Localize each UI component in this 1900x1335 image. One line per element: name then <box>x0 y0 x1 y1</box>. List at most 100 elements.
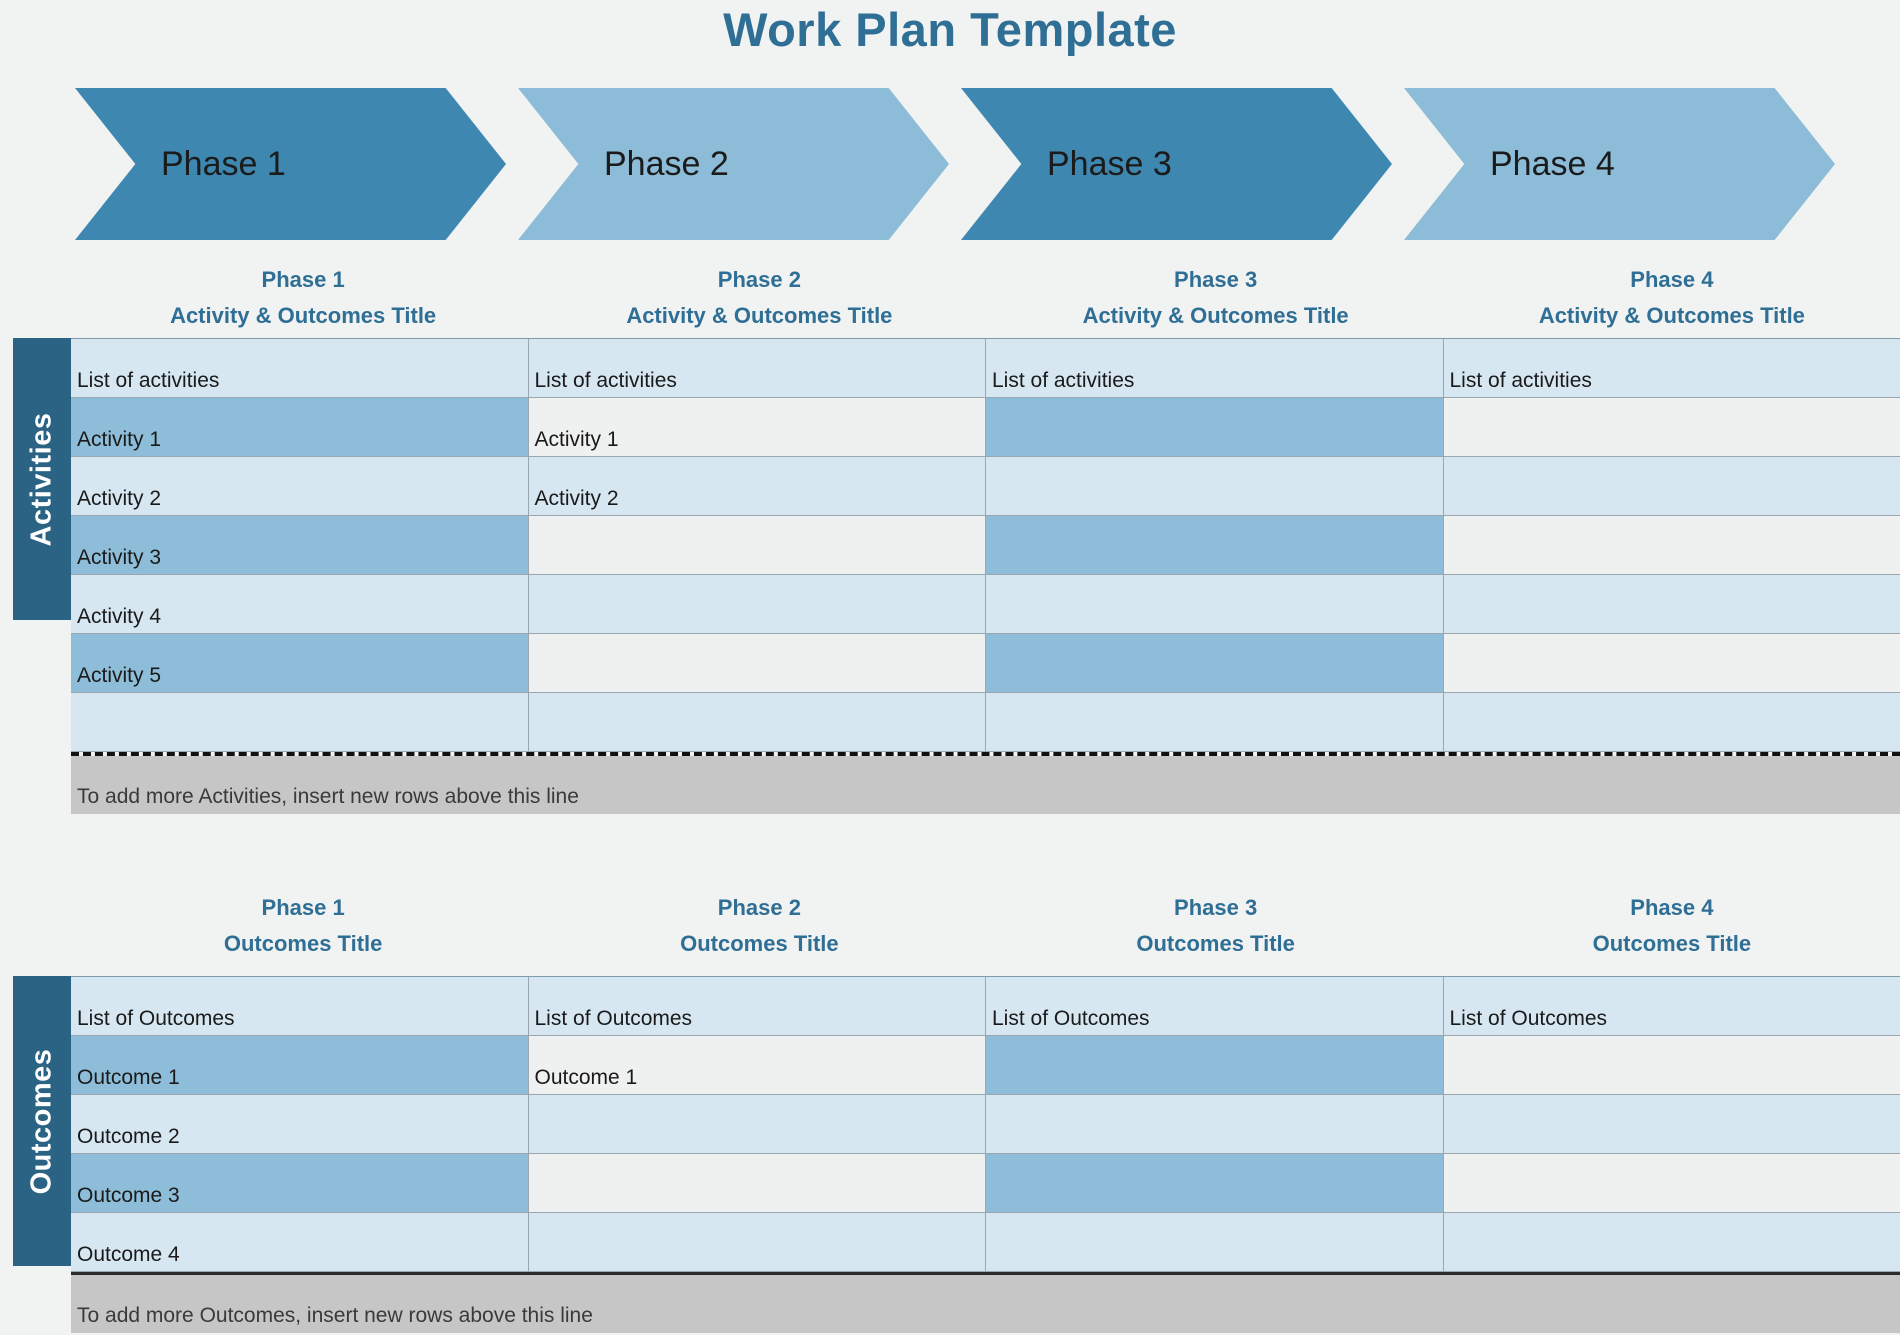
table-cell[interactable]: Outcome 3 <box>71 1154 528 1213</box>
table-cell[interactable] <box>986 457 1443 516</box>
column-header-title: Outcomes Title <box>1136 931 1295 956</box>
cell-text: Activity 2 <box>534 487 619 510</box>
phase-chevron-label: Phase 1 <box>161 144 286 183</box>
table-cell[interactable]: List of Outcomes <box>71 977 528 1036</box>
outcomes-column-header-4: Phase 4 Outcomes Title <box>1444 890 1900 962</box>
cell-text: Outcome 1 <box>534 1066 638 1089</box>
table-cell[interactable] <box>986 1036 1443 1095</box>
column-header-phase: Phase 4 <box>1630 267 1714 292</box>
outcomes-note-text: To add more Outcomes, insert new rows ab… <box>77 1304 593 1327</box>
column-header-phase: Phase 4 <box>1630 895 1714 920</box>
table-cell[interactable]: Activity 4 <box>71 575 528 634</box>
cell-text: Outcome 2 <box>77 1125 180 1148</box>
table-cell[interactable] <box>986 516 1443 575</box>
cell-text: Outcome 1 <box>77 1066 180 1089</box>
table-cell[interactable]: List of activities <box>986 339 1443 398</box>
table-cell[interactable]: List of Outcomes <box>528 977 985 1036</box>
table-cell[interactable]: List of activities <box>71 339 528 398</box>
table-cell[interactable] <box>528 1213 985 1272</box>
phase-chevron-1[interactable]: Phase 1 <box>75 88 506 240</box>
activities-column-4: List of activities <box>1443 339 1900 752</box>
table-cell[interactable] <box>528 1154 985 1213</box>
phase-banner: Phase 1 Phase 2 Phase 3 Phase 4 <box>75 88 1835 240</box>
activities-column-3: List of activities <box>986 339 1444 752</box>
column-header-phase: Phase 2 <box>717 895 801 920</box>
table-cell[interactable] <box>1443 693 1900 752</box>
table-cell[interactable]: Activity 1 <box>528 398 985 457</box>
activities-side-label: Activities <box>25 412 58 546</box>
table-cell[interactable] <box>528 575 985 634</box>
table-cell[interactable] <box>1443 1036 1900 1095</box>
table-cell[interactable] <box>1443 516 1900 575</box>
column-header-title: Outcomes Title <box>1592 931 1752 956</box>
phase-chevron-4[interactable]: Phase 4 <box>1404 88 1835 240</box>
activities-insert-divider <box>71 752 1900 756</box>
table-cell[interactable] <box>71 693 528 752</box>
table-cell[interactable]: Activity 1 <box>71 398 528 457</box>
table-cell[interactable] <box>1443 634 1900 693</box>
column-header-phase: Phase 3 <box>1174 895 1258 920</box>
table-cell[interactable]: List of activities <box>1443 339 1900 398</box>
table-cell[interactable]: Activity 5 <box>71 634 528 693</box>
outcomes-column-4: List of Outcomes <box>1443 977 1900 1272</box>
cell-text: Outcome 3 <box>77 1184 180 1207</box>
cell-text: List of Outcomes <box>992 1007 1150 1030</box>
table-cell[interactable]: Outcome 2 <box>71 1095 528 1154</box>
phase-chevron-2[interactable]: Phase 2 <box>518 88 949 240</box>
table-cell[interactable]: Outcome 1 <box>528 1036 985 1095</box>
table-cell[interactable] <box>986 1154 1443 1213</box>
cell-text: Activity 1 <box>534 428 619 451</box>
table-cell[interactable] <box>1443 1154 1900 1213</box>
cell-text: List of activities <box>992 369 1135 392</box>
table-cell[interactable]: List of Outcomes <box>986 977 1443 1036</box>
table-cell[interactable] <box>986 575 1443 634</box>
table-cell[interactable]: Activity 2 <box>528 457 985 516</box>
table-cell[interactable]: List of activities <box>528 339 985 398</box>
phase-chevron-3[interactable]: Phase 3 <box>961 88 1392 240</box>
table-cell[interactable]: Activity 3 <box>71 516 528 575</box>
cell-text: Activity 1 <box>77 428 162 451</box>
cell-text: Outcome 4 <box>77 1243 180 1266</box>
phase-chevron-label: Phase 2 <box>604 144 729 183</box>
column-header-title: Activity & Outcomes Title <box>1538 303 1805 328</box>
table-cell[interactable] <box>528 1095 985 1154</box>
table-cell[interactable] <box>1443 398 1900 457</box>
cell-text: List of Outcomes <box>534 1007 693 1030</box>
column-header-title: Activity & Outcomes Title <box>170 303 437 328</box>
table-cell[interactable] <box>986 398 1443 457</box>
table-cell[interactable]: List of Outcomes <box>1443 977 1900 1036</box>
activities-note-bar: To add more Activities, insert new rows … <box>71 756 1900 814</box>
table-cell[interactable] <box>528 634 985 693</box>
outcomes-column-header-3: Phase 3 Outcomes Title <box>988 890 1444 962</box>
cell-text: List of activities <box>534 369 677 392</box>
table-cell[interactable] <box>1443 1095 1900 1154</box>
table-cell[interactable] <box>528 516 985 575</box>
cell-text: List of Outcomes <box>1449 1007 1608 1030</box>
table-cell[interactable] <box>986 634 1443 693</box>
phase-chevron-label: Phase 4 <box>1490 144 1615 183</box>
outcomes-note-bar: To add more Outcomes, insert new rows ab… <box>71 1275 1900 1333</box>
column-header-phase: Phase 3 <box>1174 267 1258 292</box>
table-cell[interactable] <box>986 1095 1443 1154</box>
outcomes-column-header-2: Phase 2 Outcomes Title <box>531 890 987 962</box>
table-cell[interactable]: Outcome 4 <box>71 1213 528 1272</box>
outcomes-side-label: Outcomes <box>25 1048 58 1194</box>
table-cell[interactable]: Outcome 1 <box>71 1036 528 1095</box>
table-cell[interactable] <box>986 1213 1443 1272</box>
table-cell[interactable] <box>1443 575 1900 634</box>
cell-text: List of Outcomes <box>77 1007 235 1030</box>
cell-text: List of activities <box>1449 369 1592 392</box>
table-cell[interactable] <box>1443 1213 1900 1272</box>
table-cell[interactable] <box>528 693 985 752</box>
column-header-title: Outcomes Title <box>680 931 839 956</box>
cell-text: Activity 2 <box>77 487 162 510</box>
table-cell[interactable] <box>1443 457 1900 516</box>
table-cell[interactable]: Activity 2 <box>71 457 528 516</box>
table-cell[interactable] <box>986 693 1443 752</box>
